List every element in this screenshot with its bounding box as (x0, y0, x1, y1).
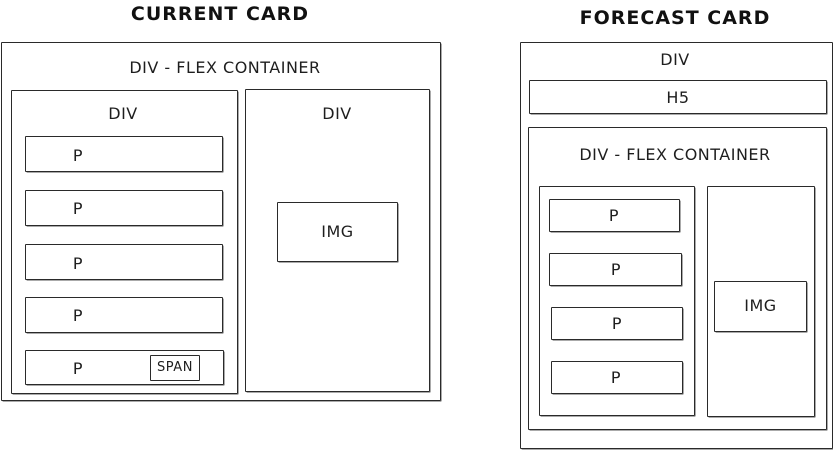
current-p-box-5 (25, 350, 224, 385)
forecast-img-label: IMG (744, 296, 777, 315)
current-card-title: CURRENT CARD (130, 3, 310, 25)
forecast-flex-container-label: DIV - FLEX CONTAINER (579, 145, 771, 164)
forecast-p-label-4: P (610, 368, 622, 387)
forecast-right-div (707, 186, 815, 417)
current-p-box-4 (25, 297, 223, 333)
forecast-left-div (539, 186, 695, 416)
current-span-box (150, 355, 200, 381)
current-left-div-label: DIV (108, 104, 138, 123)
forecast-p-box-2 (549, 253, 682, 286)
forecast-p-box-4 (551, 361, 683, 394)
current-span-label: SPAN (157, 360, 193, 375)
current-img-label: IMG (321, 222, 354, 241)
forecast-p-box-3 (551, 307, 683, 340)
forecast-p-label-2: P (610, 260, 622, 279)
current-left-div (11, 90, 238, 394)
forecast-p-box-1 (549, 199, 680, 232)
current-p-label-2: P (72, 199, 84, 218)
current-right-div-label: DIV (322, 104, 352, 123)
forecast-flex-container (528, 127, 827, 430)
forecast-p-label-3: P (611, 314, 623, 333)
current-p-label-3: P (72, 254, 84, 273)
forecast-h5-box (529, 80, 827, 114)
current-p-box-1 (25, 136, 223, 172)
current-p-box-2 (25, 190, 223, 226)
current-flex-container-label: DIV - FLEX CONTAINER (129, 58, 321, 77)
current-right-div (245, 89, 430, 392)
current-img-box (277, 202, 398, 262)
current-p-box-3 (25, 244, 223, 280)
current-p-label-4: P (72, 306, 84, 325)
current-p-label-5: P (72, 359, 84, 378)
forecast-outer-div-label: DIV (660, 50, 690, 69)
current-p-label-1: P (72, 146, 84, 165)
forecast-h5-label: H5 (666, 88, 690, 107)
current-card-container (1, 42, 441, 401)
forecast-card-title: FORECAST CARD (579, 7, 771, 29)
forecast-p-label-1: P (608, 206, 620, 225)
forecast-img-box (714, 281, 807, 332)
